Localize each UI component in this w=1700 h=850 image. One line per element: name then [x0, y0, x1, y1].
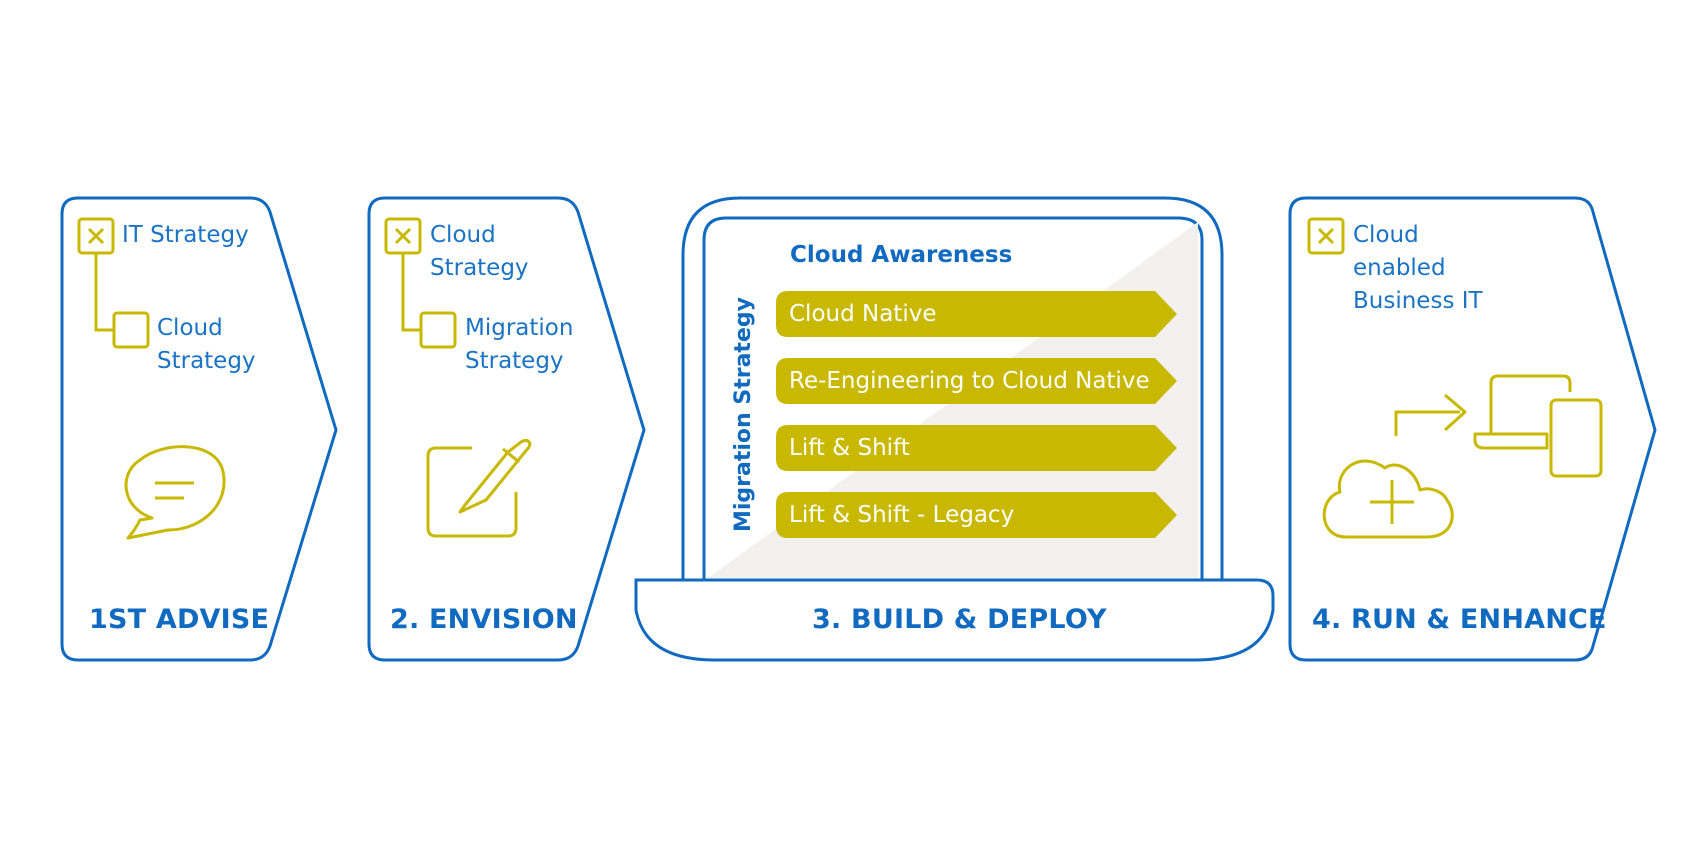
- tree-connector: [401, 253, 421, 332]
- stage-2-title: 2. ENVISION: [390, 604, 578, 635]
- stage-2-sub-item-line2: Strategy: [465, 348, 564, 374]
- stage-2-top-item-line2: Strategy: [430, 255, 529, 281]
- ribbon-label-re-engineering: Re-Engineering to Cloud Native: [789, 368, 1150, 394]
- stage-1-title: 1ST ADVISE: [89, 604, 270, 635]
- ribbon-group: [776, 291, 1177, 538]
- stage-1-checkbox-tree: [77, 217, 150, 349]
- stage-4-title: 4. RUN & ENHANCE: [1312, 604, 1607, 635]
- stage-2-top-item-line1: Cloud: [430, 222, 496, 248]
- stage-1-chevron: [60, 196, 338, 662]
- speech-bubble-icon: [124, 445, 226, 540]
- ribbon-label-lift-shift: Lift & Shift: [789, 435, 910, 461]
- stage-4-chevron: [1288, 196, 1657, 662]
- unchecked-box-icon: [112, 311, 150, 349]
- check-x-icon: [394, 227, 412, 245]
- stage-4-top-item-line3: Business IT: [1353, 288, 1483, 314]
- stage-2-checkbox-tree: [384, 217, 457, 349]
- ribbon-lift-shift-legacy: [776, 492, 1177, 538]
- checked-box-icon: [1307, 217, 1345, 255]
- stage-4-top-item-line1: Cloud: [1353, 222, 1419, 248]
- pencil-edit-icon: [426, 438, 532, 538]
- stage-4-top-item-line2: enabled: [1353, 255, 1446, 281]
- stage-2-sub-item-line1: Migration: [465, 315, 574, 341]
- tree-connector: [94, 253, 114, 332]
- stage-3-title: 3. BUILD & DEPLOY: [812, 604, 1107, 635]
- unchecked-box-icon: [419, 311, 457, 349]
- stage-1-sub-item-line1: Cloud: [157, 315, 223, 341]
- stage-1-top-item: IT Strategy: [122, 222, 249, 248]
- stage-1-sub-item-line2: Strategy: [157, 348, 256, 374]
- ribbon-label-cloud-native: Cloud Native: [789, 301, 937, 327]
- check-x-icon: [1317, 227, 1335, 245]
- laptop-base: [634, 578, 1275, 662]
- migration-strategy-vertical-label: Migration Strategy: [731, 297, 756, 532]
- ribbon-label-lift-shift-legacy: Lift & Shift - Legacy: [789, 502, 1015, 528]
- stage-4-checkbox: [1307, 217, 1345, 255]
- ribbon-cloud-native: [776, 291, 1177, 337]
- ribbon-lift-shift: [776, 425, 1177, 471]
- ribbon-re-engineering: [776, 358, 1177, 404]
- check-x-icon: [87, 227, 105, 245]
- cloud-to-devices-icon: [1322, 374, 1603, 539]
- cloud-awareness-header: Cloud Awareness: [790, 242, 1013, 268]
